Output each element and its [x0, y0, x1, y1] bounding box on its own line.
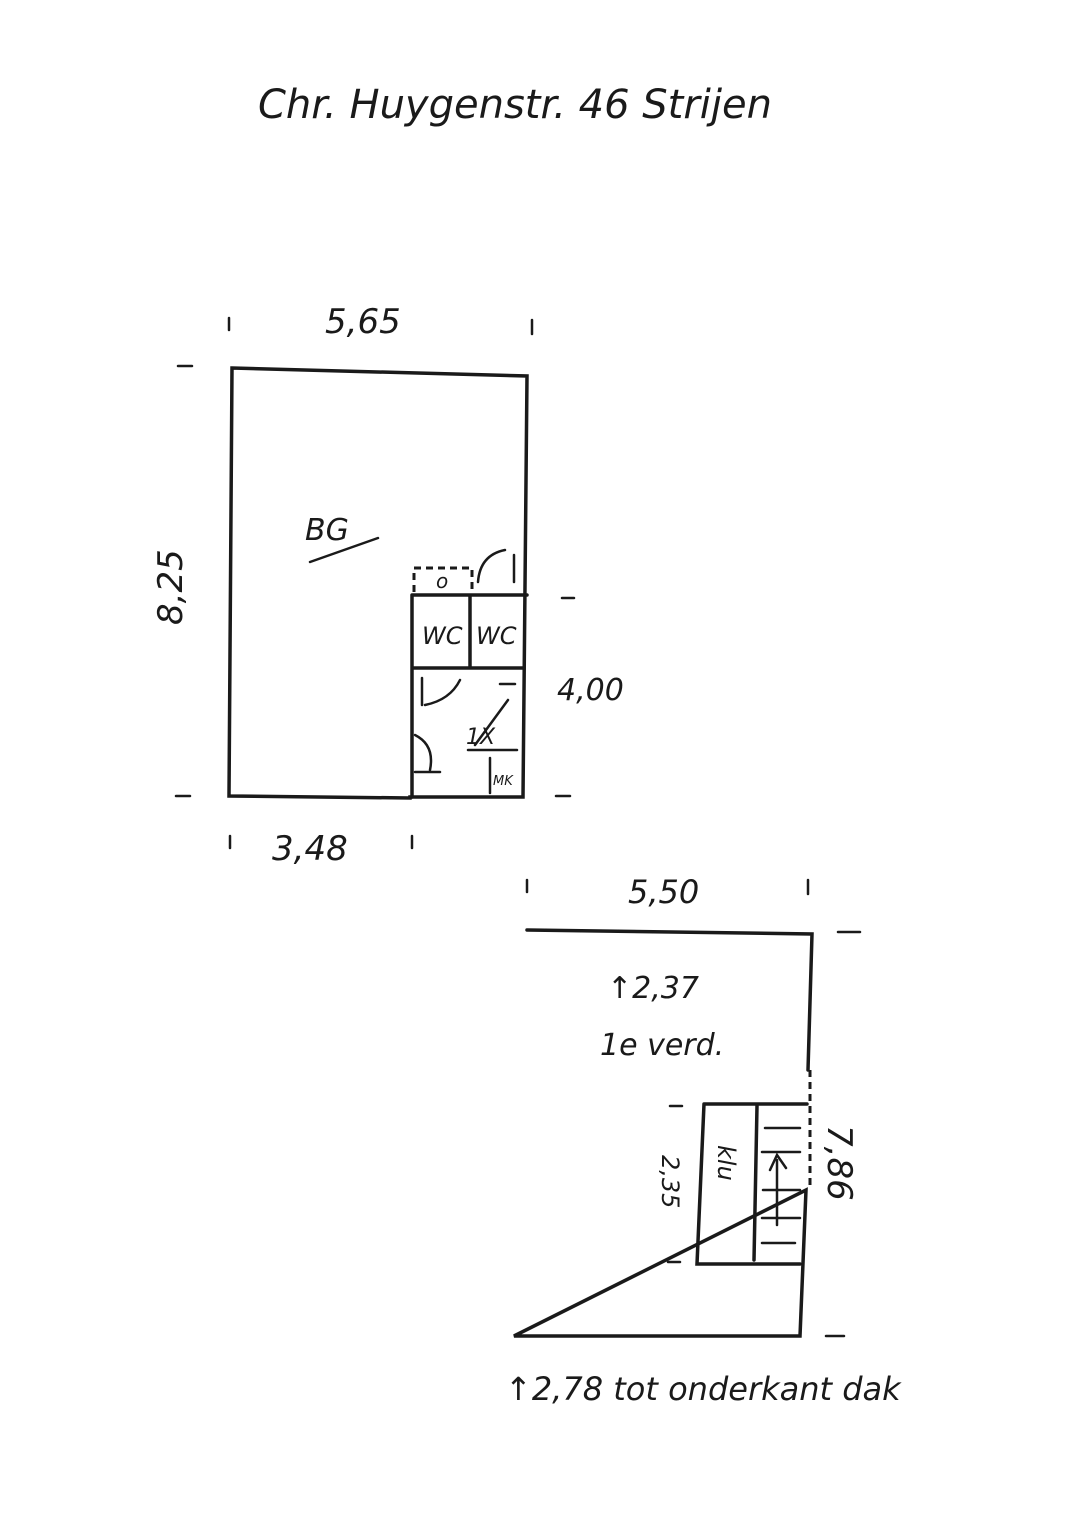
- first-floor-outline: [513, 928, 814, 1338]
- door-swing-icon: [413, 733, 442, 774]
- closet-label: klu: [712, 1145, 740, 1181]
- floor-label: 1e verd.: [600, 1028, 724, 1063]
- meter-label: o: [436, 569, 448, 593]
- meter-cupboard-label: MK: [493, 774, 514, 789]
- depth-label: 7,86: [819, 1125, 859, 1201]
- first-floor-plan: 5,50 ↑2,37 1e verd. 2,35 klu 7,86 ↑2,78 …: [505, 873, 902, 1408]
- wc-walls: [410, 593, 529, 799]
- depth-label: 8,25: [151, 549, 191, 625]
- room-label: BG: [305, 513, 349, 548]
- stair-walls: [695, 1102, 809, 1266]
- ground-floor-plan: BG o WC WC 1X MK 5,65 8,25 4,00 3,48: [151, 302, 624, 869]
- door-swing-icon: [420, 676, 462, 707]
- wc-label: WC: [476, 622, 517, 650]
- width-label: 5,50: [628, 873, 699, 911]
- roof-height-note: ↑2,78 tot onderkant dak: [505, 1370, 902, 1408]
- bottom-label: 3,48: [272, 829, 348, 869]
- width-label: 5,65: [325, 302, 401, 342]
- stair-arrow-icon: [466, 682, 519, 795]
- height-label: ↑2,37: [607, 971, 699, 1006]
- door-swing-icon: [476, 548, 516, 584]
- stair-arrow-icon: [760, 1126, 802, 1245]
- title: Chr. Huygenstr. 46 Strijen: [258, 82, 772, 128]
- ground-floor-outline: [227, 366, 529, 800]
- side-label: 4,00: [557, 673, 624, 708]
- underline: [308, 536, 380, 564]
- wc-label: WC: [422, 622, 463, 650]
- dashed-niche: [412, 566, 474, 592]
- stair-depth-label: 2,35: [656, 1155, 684, 1208]
- cupboard-label: 1X: [466, 725, 496, 750]
